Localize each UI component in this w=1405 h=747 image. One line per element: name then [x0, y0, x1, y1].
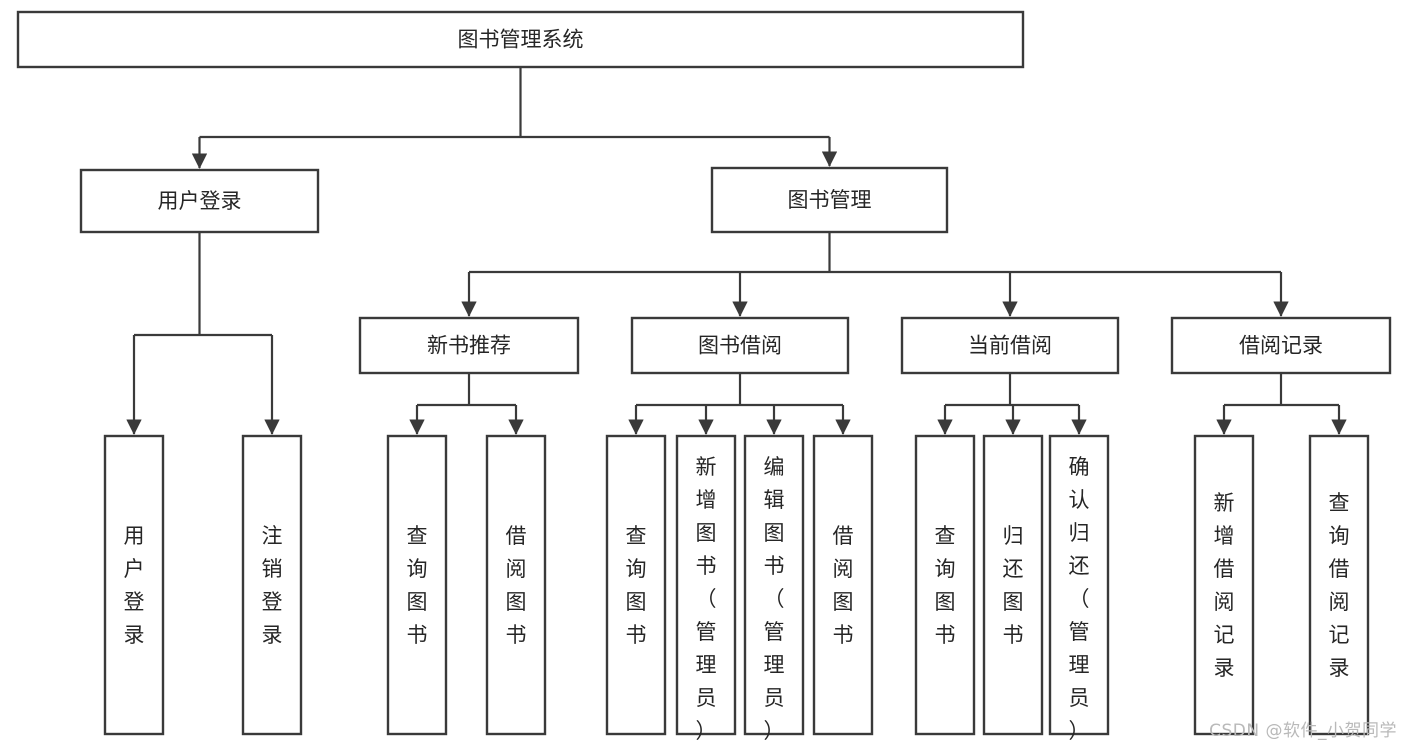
node-label-br-add-record: 新增借阅记录: [1214, 491, 1235, 680]
node-box-root[interactable]: [16, 10, 1025, 69]
node-label-bb-add-book: 新增图书（管理员）: [696, 455, 717, 743]
node-cb-query-book[interactable]: 查询图书: [914, 434, 976, 736]
node-box-bb-add-book[interactable]: [675, 434, 737, 736]
node-box-new-book-rec[interactable]: [358, 316, 580, 375]
node-box-br-query-record[interactable]: [1308, 434, 1370, 736]
node-label-book-manage: 图书管理: [788, 188, 872, 212]
node-label-cb-query-book: 查询图书: [935, 524, 956, 647]
node-box-cb-query-book[interactable]: [914, 434, 976, 736]
node-label-bb-edit-book: 编辑图书（管理员）: [764, 455, 785, 743]
node-label-nbr-query-book: 查询图书: [407, 524, 428, 647]
node-root[interactable]: 图书管理系统: [16, 10, 1025, 69]
node-box-borrow-record[interactable]: [1170, 316, 1392, 375]
node-label-book-borrow: 图书借阅: [698, 334, 782, 358]
node-label-user-logout-leaf: 注销登录: [262, 524, 283, 647]
node-box-nbr-query-book[interactable]: [386, 434, 448, 736]
node-user-login-leaf[interactable]: 用户登录: [103, 434, 165, 736]
node-box-current-borrow[interactable]: [900, 316, 1120, 375]
node-current-borrow[interactable]: 当前借阅: [900, 316, 1120, 375]
node-label-new-book-rec: 新书推荐: [427, 334, 511, 358]
node-label-bb-query-book: 查询图书: [626, 524, 647, 647]
node-label-cb-confirm-return: 确认归还（管理员）: [1069, 455, 1090, 743]
node-box-bb-edit-book[interactable]: [743, 434, 805, 736]
node-new-book-rec[interactable]: 新书推荐: [358, 316, 580, 375]
node-box-bb-query-book[interactable]: [605, 434, 667, 736]
node-label-current-borrow: 当前借阅: [968, 334, 1052, 358]
node-borrow-record[interactable]: 借阅记录: [1170, 316, 1392, 375]
node-box-cb-confirm-return[interactable]: [1048, 434, 1110, 736]
node-box-bb-borrow-book[interactable]: [812, 434, 874, 736]
node-cb-return-book[interactable]: 归还图书: [982, 434, 1044, 736]
node-box-book-manage[interactable]: [710, 166, 949, 234]
node-box-user-logout-leaf[interactable]: [241, 434, 303, 736]
node-nbr-borrow-book[interactable]: 借阅图书: [485, 434, 547, 736]
node-box-cb-return-book[interactable]: [982, 434, 1044, 736]
node-nbr-query-book[interactable]: 查询图书: [386, 434, 448, 736]
node-label-user-login: 用户登录: [158, 189, 242, 213]
node-user-login[interactable]: 用户登录: [79, 168, 320, 234]
node-br-query-record[interactable]: 查询借阅记录: [1308, 434, 1370, 736]
node-box-user-login[interactable]: [79, 168, 320, 234]
node-bb-query-book[interactable]: 查询图书: [605, 434, 667, 736]
node-br-add-record[interactable]: 新增借阅记录: [1193, 434, 1255, 736]
node-box-user-login-leaf[interactable]: [103, 434, 165, 736]
node-cb-confirm-return[interactable]: 确认归还（管理员）: [1048, 434, 1110, 743]
node-label-nbr-borrow-book: 借阅图书: [506, 524, 527, 647]
node-label-br-query-record: 查询借阅记录: [1329, 491, 1350, 680]
node-label-bb-borrow-book: 借阅图书: [833, 524, 854, 647]
node-label-user-login-leaf: 用户登录: [124, 524, 145, 647]
node-bb-edit-book[interactable]: 编辑图书（管理员）: [743, 434, 805, 743]
node-box-book-borrow[interactable]: [630, 316, 850, 375]
node-bb-add-book[interactable]: 新增图书（管理员）: [675, 434, 737, 743]
node-label-cb-return-book: 归还图书: [1003, 524, 1024, 647]
node-book-borrow[interactable]: 图书借阅: [630, 316, 850, 375]
connector-lines: [126, 67, 1347, 435]
node-label-root: 图书管理系统: [458, 28, 584, 52]
node-label-borrow-record: 借阅记录: [1239, 334, 1323, 358]
node-bb-borrow-book[interactable]: 借阅图书: [812, 434, 874, 736]
node-book-manage[interactable]: 图书管理: [710, 166, 949, 234]
node-box-nbr-borrow-book[interactable]: [485, 434, 547, 736]
node-box-br-add-record[interactable]: [1193, 434, 1255, 736]
node-user-logout-leaf[interactable]: 注销登录: [241, 434, 303, 736]
node-boxes: 图书管理系统用户登录用户登录注销登录图书管理新书推荐查询图书借阅图书图书借阅查询…: [16, 10, 1392, 743]
